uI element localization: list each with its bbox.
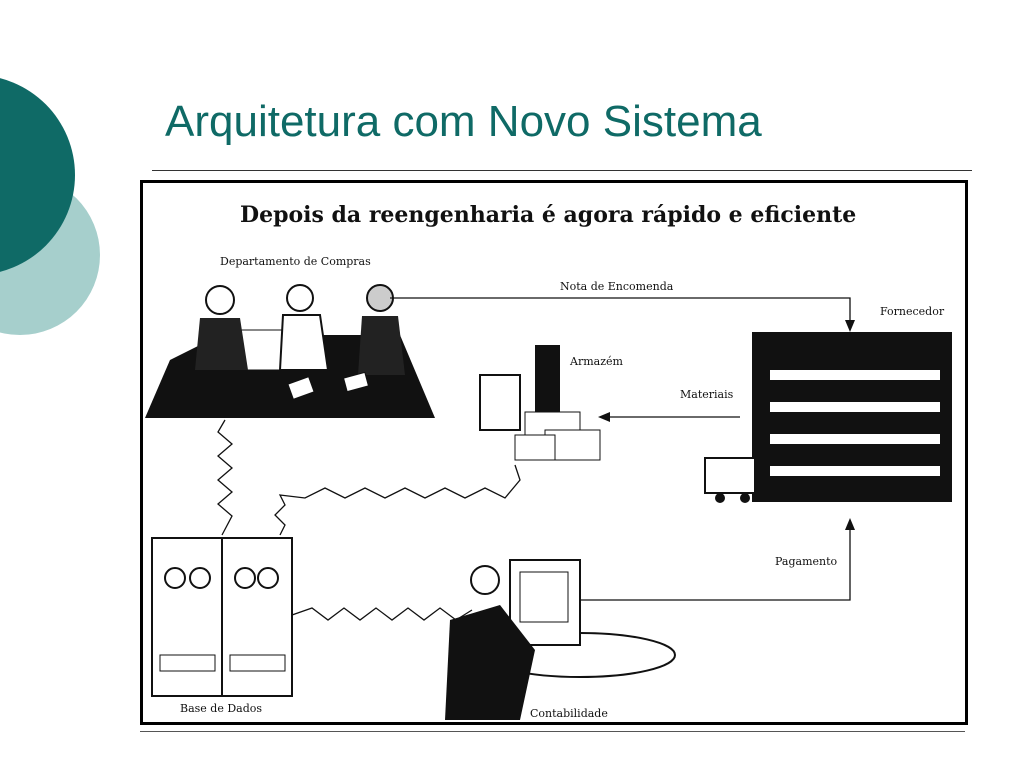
label-nota: Nota de Encomenda (560, 280, 674, 293)
label-compras: Departamento de Compras (220, 255, 371, 268)
diagram-heading: Depois da reengenharia é agora rápido e … (240, 202, 856, 228)
architecture-diagram: Depois da reengenharia é agora rápido e … (140, 180, 968, 725)
link-base-contabilidade (291, 607, 473, 621)
purchasing-department-icon (145, 284, 435, 418)
materials-arrow (598, 412, 740, 422)
accounting-workstation-icon (445, 559, 676, 720)
bottom-divider (140, 731, 965, 732)
link-compras-base (217, 419, 233, 536)
slide-title: Arquitetura com Novo Sistema (165, 97, 762, 146)
label-materiais: Materiais (680, 388, 734, 401)
database-icon (151, 537, 293, 697)
label-contabilidade: Contabilidade (530, 707, 608, 720)
label-base: Base de Dados (180, 702, 262, 715)
supplier-building-icon (704, 332, 952, 503)
order-arrow (390, 297, 855, 332)
dark-circle (0, 78, 75, 272)
label-fornecedor: Fornecedor (880, 305, 945, 318)
decorative-circles (0, 78, 100, 335)
label-armazem: Armazém (569, 355, 623, 368)
warehouse-icon (479, 345, 601, 461)
payment-arrow (580, 518, 855, 601)
title-divider (152, 170, 972, 171)
link-base-armazem (274, 464, 521, 536)
label-pagamento: Pagamento (775, 555, 838, 568)
